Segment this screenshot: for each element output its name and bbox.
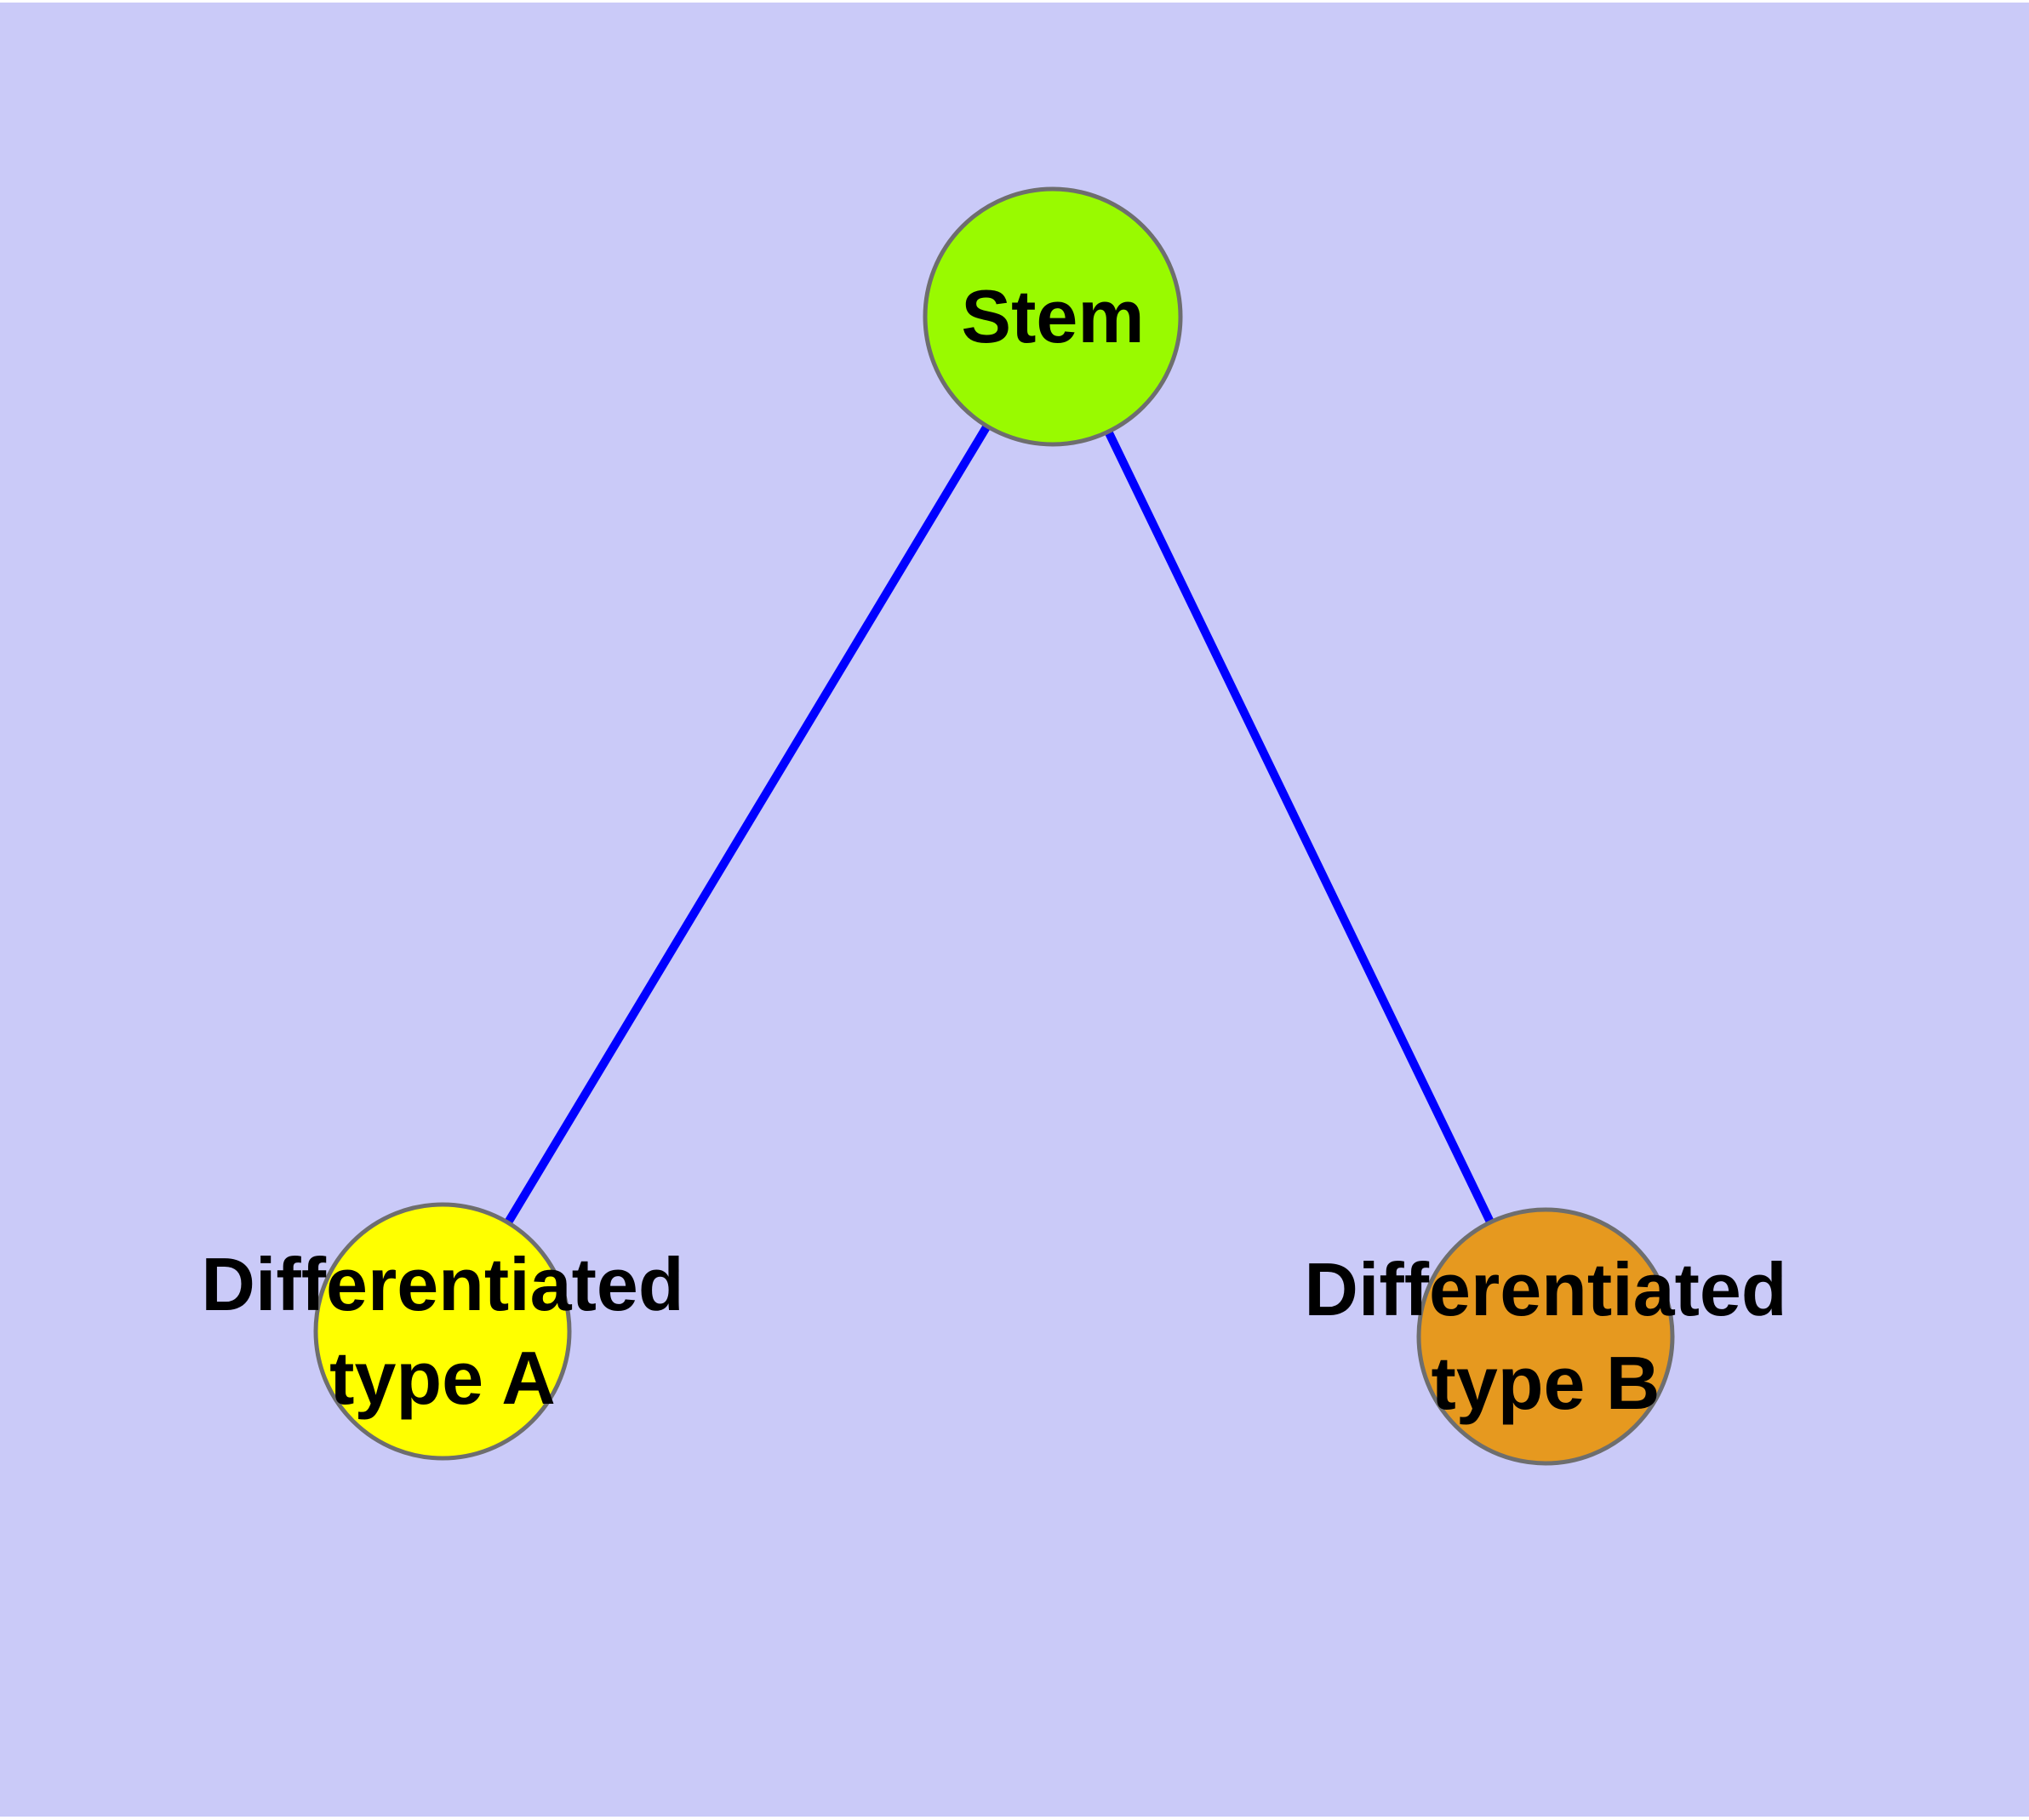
nodes-layer [313, 186, 1675, 1466]
node-stem [923, 186, 1183, 447]
frame-strip-top [0, 0, 2029, 3]
edges-layer [438, 314, 1550, 1339]
frame-strip-bottom [0, 1817, 2029, 1820]
node-type-b [1416, 1207, 1675, 1466]
edge-stem-type-a [438, 314, 1057, 1334]
node-type-a [313, 1202, 572, 1461]
edge-stem-type-b [1049, 314, 1550, 1339]
